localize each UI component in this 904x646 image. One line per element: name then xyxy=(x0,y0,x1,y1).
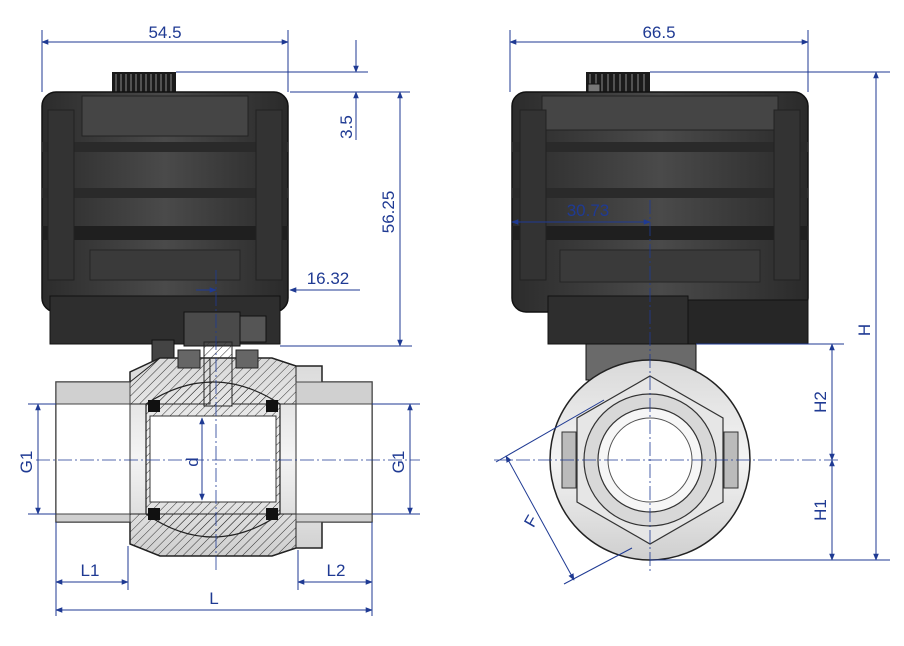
left-dimensions: 54.5 3.5 56.25 16.32 G1 G1 d L1 xyxy=(17,23,420,616)
dimension-bore: d xyxy=(183,457,202,466)
left-knob xyxy=(112,72,176,94)
dimension-width-left: 54.5 xyxy=(148,23,181,42)
left-view xyxy=(36,72,420,570)
left-actuator-housing xyxy=(41,91,289,345)
left-valve-body xyxy=(55,341,373,557)
right-dimensions: 66.5 30.73 H H2 H1 F xyxy=(495,23,890,585)
dimension-thread-left: L1 xyxy=(81,561,100,580)
dimension-across-flats: F xyxy=(520,512,542,530)
dimension-total-height: H xyxy=(855,324,874,336)
dimension-lower-height: H1 xyxy=(811,499,830,521)
dimension-length: L xyxy=(209,589,218,608)
dimension-port-right: G1 xyxy=(389,451,408,474)
right-actuator-housing xyxy=(511,91,809,345)
dimension-stem-offset-right: 30.73 xyxy=(567,201,610,220)
left-coupling xyxy=(151,311,267,371)
dimension-port-left: G1 xyxy=(17,451,36,474)
dimension-stem-offset-left: 16.32 xyxy=(307,269,350,288)
dimension-width-right: 66.5 xyxy=(642,23,675,42)
right-view xyxy=(494,72,840,572)
dimension-thread-right: L2 xyxy=(327,561,346,580)
dimension-cap-offset: 3.5 xyxy=(337,115,356,139)
dimension-body-height: 56.25 xyxy=(379,191,398,234)
dimension-upper-height: H2 xyxy=(811,391,830,413)
